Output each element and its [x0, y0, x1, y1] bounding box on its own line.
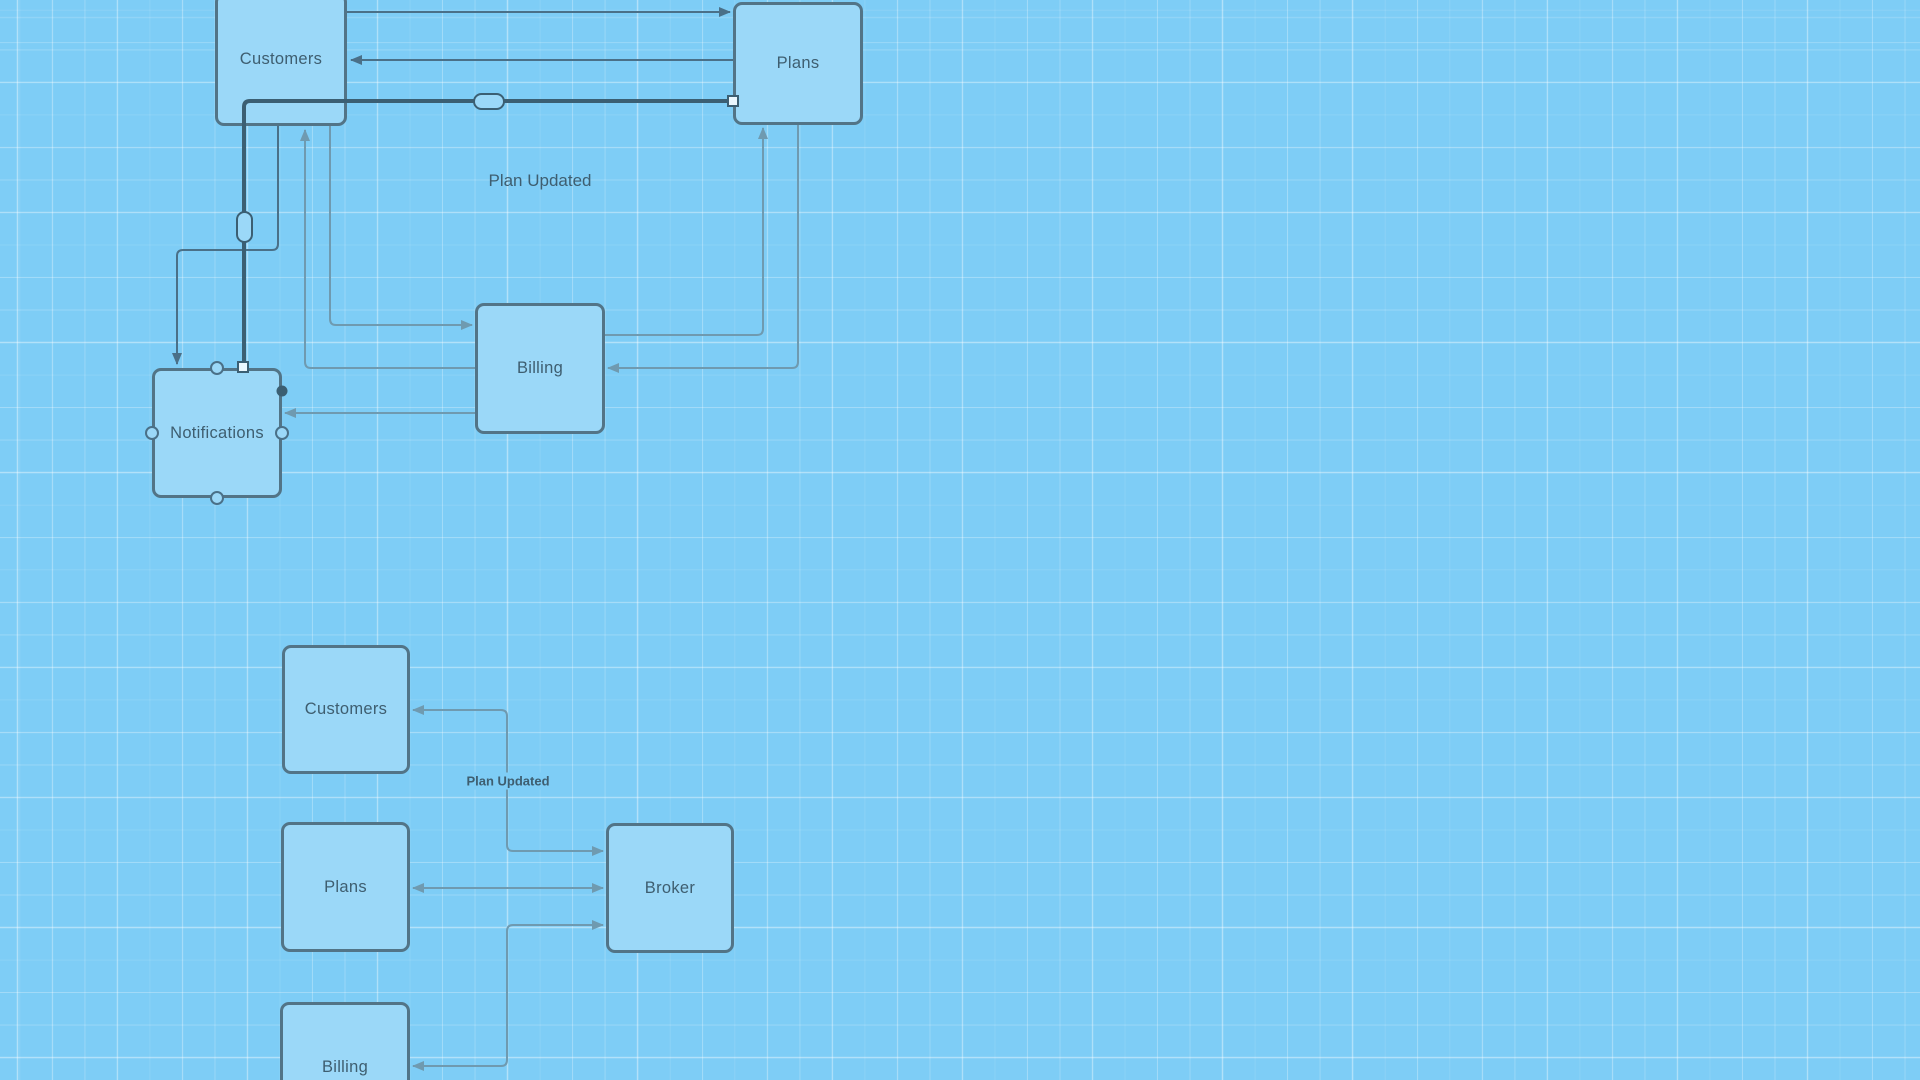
connection-point[interactable]	[210, 361, 224, 375]
connection-endpoint-dot[interactable]	[276, 385, 288, 397]
connection-point[interactable]	[275, 426, 289, 440]
node-top-billing[interactable]: Billing	[475, 303, 605, 434]
edge-billing-to-plans[interactable]	[605, 127, 768, 336]
edge-plans-to-billing[interactable]	[607, 125, 799, 373]
node-top-billing-label: Billing	[516, 359, 564, 377]
node-top-customers-label: Customers	[239, 50, 323, 68]
selected-connector-handles	[236, 93, 739, 373]
node-bottom-plans[interactable]: Plans	[281, 822, 410, 952]
connector-midpoint-handle[interactable]	[473, 93, 505, 110]
node-bottom-customers-label: Customers	[304, 700, 388, 718]
connector-midpoint-handle[interactable]	[236, 211, 253, 243]
notifications-connection-points	[145, 361, 289, 505]
node-bottom-plans-label: Plans	[324, 877, 367, 896]
edge-customers-to-billing[interactable]	[329, 126, 473, 330]
edge-label-plan-updated-bottom[interactable]: Plan Updated	[463, 772, 553, 790]
connector-endpoint-handle[interactable]	[237, 361, 249, 373]
edge-billing-to-customers[interactable]	[300, 129, 475, 369]
edge-customers-to-notifications[interactable]	[172, 126, 279, 365]
node-bottom-billing[interactable]: Billing	[280, 1002, 410, 1080]
connection-point[interactable]	[210, 491, 224, 505]
node-top-notifications-label: Notifications	[170, 423, 264, 442]
node-top-customers[interactable]: Customers	[215, 0, 347, 126]
edge-label-plan-updated-top[interactable]: Plan Updated	[488, 171, 592, 190]
node-bottom-billing-label: Billing	[321, 1057, 369, 1076]
node-top-plans[interactable]: Plans	[733, 2, 863, 125]
node-top-plans-label: Plans	[776, 54, 820, 72]
connector-endpoint-handle[interactable]	[727, 95, 739, 107]
connection-point[interactable]	[145, 426, 159, 440]
node-bottom-customers[interactable]: Customers	[282, 645, 410, 774]
edge-broker-to-billing[interactable]	[412, 920, 604, 1071]
node-bottom-broker[interactable]: Broker	[606, 823, 734, 953]
node-bottom-broker-label: Broker	[644, 878, 696, 897]
edge-plans-to-notifications-selected[interactable]	[242, 99, 733, 366]
